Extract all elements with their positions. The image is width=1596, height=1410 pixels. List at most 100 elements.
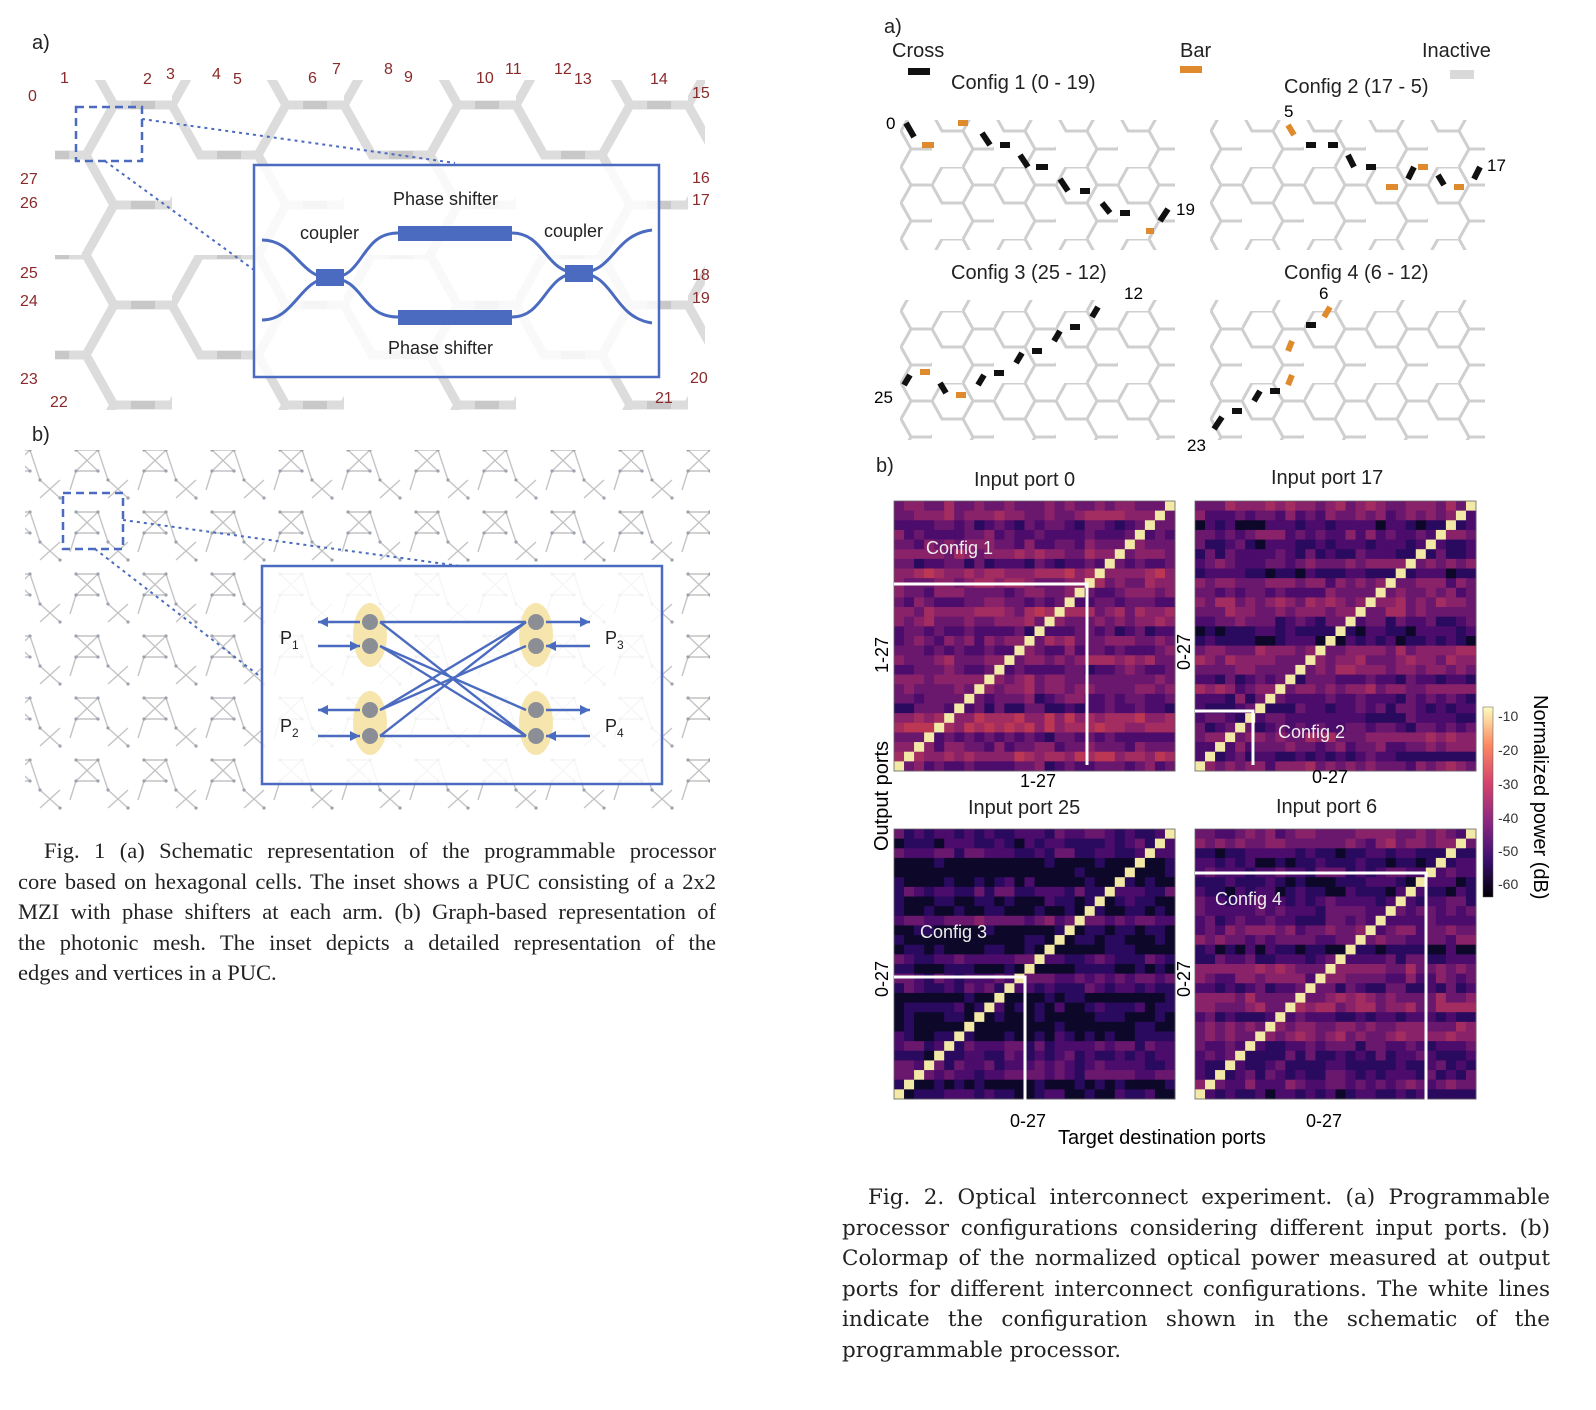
heatmap-cell <box>1084 935 1096 946</box>
heatmap-cell <box>1235 693 1246 704</box>
heatmap-cell <box>1074 703 1086 714</box>
heatmap-cell <box>1465 587 1477 598</box>
heatmap-cell <box>1425 732 1437 743</box>
heatmap-cell <box>1004 925 1015 936</box>
heatmap-cell <box>1235 616 1246 627</box>
heatmap-cell <box>1265 761 1276 772</box>
heatmap-cell <box>954 539 965 550</box>
heatmap-cell <box>954 857 965 868</box>
heatmap-cell <box>1295 713 1306 724</box>
heatmap-cell <box>934 742 945 753</box>
heatmap-cell <box>1144 1079 1156 1090</box>
heatmap-cell <box>964 732 975 743</box>
heatmap-cell <box>1024 1089 1035 1100</box>
heatmap-cell <box>1255 568 1266 579</box>
heatmap-cell <box>934 1089 945 1100</box>
heatmap-cell <box>1014 896 1025 907</box>
heatmap-cell <box>1205 713 1216 724</box>
heatmap-cell <box>1335 501 1346 512</box>
shared-xlabel: Target destination ports <box>1058 1127 1266 1149</box>
heatmap-cell <box>1104 549 1116 560</box>
heatmap-cell <box>1094 761 1106 772</box>
heatmap-cell <box>1245 1089 1256 1100</box>
heatmap-cell <box>1225 886 1236 897</box>
heatmap-cell <box>1104 915 1116 926</box>
heatmap-cell <box>1024 558 1035 569</box>
heatmap-cell <box>904 597 915 608</box>
heatmap-cell <box>1154 664 1166 675</box>
heatmap-cell <box>964 664 975 675</box>
heatmap-cell <box>1104 954 1116 965</box>
heatmap-cell <box>1044 1070 1055 1081</box>
heatmap-cell <box>1385 848 1397 859</box>
heatmap-cell <box>1084 886 1096 897</box>
heatmap-cell <box>1275 616 1286 627</box>
heatmap-cell <box>1144 751 1156 762</box>
heatmap-cell <box>1215 915 1226 926</box>
heatmap-cell <box>1375 925 1387 936</box>
heatmap-cell <box>954 838 965 849</box>
heatmap-cell <box>1375 1021 1387 1032</box>
heatmap-cell <box>994 674 1005 685</box>
heatmap-cell <box>1325 501 1336 512</box>
heatmap-cell <box>894 597 905 608</box>
heatmap-cell <box>1405 1031 1417 1042</box>
port-label: 21 <box>655 390 673 407</box>
heatmap-cell <box>934 935 945 946</box>
heatmap-cell <box>1164 684 1176 695</box>
heatmap-cell <box>964 1089 975 1100</box>
heatmap-cell <box>1355 1012 1367 1023</box>
heatmap-cell <box>1375 1089 1387 1100</box>
heatmap-cell <box>984 1041 995 1052</box>
heatmap-cell <box>1104 616 1116 627</box>
heatmap-cell <box>1114 510 1126 521</box>
heatmap-cell <box>1154 520 1166 531</box>
heatmap-2 <box>1194 500 1477 772</box>
port-label: 4 <box>212 66 221 83</box>
heatmap-cell <box>974 655 985 666</box>
heatmap-cell <box>994 906 1005 917</box>
heatmap-cell <box>1245 915 1256 926</box>
heatmap-cell <box>1154 529 1166 540</box>
heatmap-cell <box>1445 645 1457 656</box>
heatmap-cell <box>1104 713 1116 724</box>
heatmap-cell <box>1064 925 1076 936</box>
heatmap-cell <box>1104 886 1116 897</box>
heatmap-cell <box>1144 549 1156 560</box>
heatmap-cell <box>904 655 915 666</box>
heatmap-cell <box>1375 636 1387 647</box>
heatmap-cell <box>914 568 925 579</box>
heatmap-cell <box>1114 944 1126 955</box>
heatmap-cell <box>1255 1079 1266 1090</box>
heatmap-cell <box>1345 587 1356 598</box>
heatmap-cell <box>1245 578 1256 589</box>
heatmap-cell <box>974 1012 985 1023</box>
heatmap-cell <box>1385 722 1397 733</box>
heatmap-cell <box>984 906 995 917</box>
heatmap-cell <box>1405 1021 1417 1032</box>
heatmap-cell <box>894 693 905 704</box>
heatmap-cell <box>1385 935 1397 946</box>
heatmap-cell <box>1245 529 1256 540</box>
heatmap-cell <box>1255 983 1266 994</box>
heatmap-cell <box>1225 954 1236 965</box>
heatmap-cell <box>1014 992 1025 1003</box>
heatmap-cell <box>1134 674 1146 685</box>
heatmap-cell <box>1104 664 1116 675</box>
heatmap-cell <box>1064 1079 1076 1090</box>
heatmap-cell <box>1365 1079 1377 1090</box>
heatmap-cell <box>1465 1070 1477 1081</box>
heatmap-cell <box>1034 655 1045 666</box>
heatmap-cell <box>1295 578 1306 589</box>
heatmap-cell <box>1395 1050 1407 1061</box>
heatmap-cell <box>954 549 965 560</box>
heatmap-cell <box>1054 761 1066 772</box>
heatmap-cell <box>1445 636 1457 647</box>
heatmap-cell <box>904 983 915 994</box>
heatmap-cell <box>924 915 935 926</box>
heatmap-cell <box>1455 693 1467 704</box>
heatmap-cell <box>1094 510 1106 521</box>
heatmap-cell <box>1285 886 1296 897</box>
heatmap-cell <box>904 1002 915 1013</box>
heatmap-cell <box>1084 684 1096 695</box>
